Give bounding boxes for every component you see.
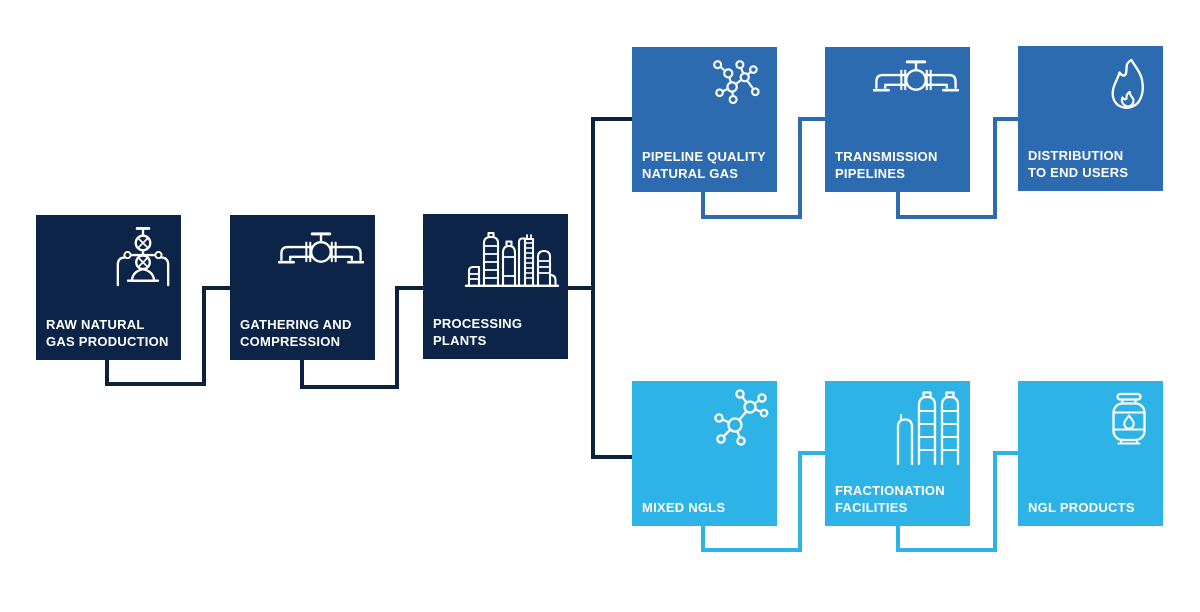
pipeline-valve-icon <box>278 229 364 269</box>
node-processing-plants: PROCESSING PLANTS <box>423 214 568 359</box>
node-label: FRACTIONATION FACILITIES <box>835 483 945 515</box>
node-label: NGL PRODUCTS <box>1028 500 1135 515</box>
connector-segment <box>202 286 230 290</box>
connector-segment <box>993 451 997 552</box>
node-label: TRANSMISSION PIPELINES <box>835 149 938 181</box>
connector-segment <box>701 548 802 552</box>
node-transmission-pipelines: TRANSMISSION PIPELINES <box>825 47 970 192</box>
connector-segment <box>300 360 304 389</box>
connector-segment <box>798 117 825 121</box>
node-pipeline-quality-natural-gas: PIPELINE QUALITY NATURAL GAS <box>632 47 777 192</box>
connector-segment <box>993 117 1018 121</box>
gas-molecule-icon <box>707 57 765 113</box>
node-label: DISTRIBUTION TO END USERS <box>1028 148 1129 180</box>
node-label: RAW NATURAL GAS PRODUCTION <box>46 317 169 349</box>
node-raw-natural-gas-production: RAW NATURAL GAS PRODUCTION <box>36 215 181 360</box>
connector-segment <box>896 192 900 219</box>
node-label: PROCESSING PLANTS <box>433 316 523 348</box>
node-mixed-ngls: MIXED NGLS <box>632 381 777 526</box>
connector-segment <box>105 382 206 386</box>
connector-segment <box>993 117 997 219</box>
connector-segment <box>300 385 399 389</box>
node-gathering-and-compression: GATHERING AND COMPRESSION <box>230 215 375 360</box>
processing-plant-icon <box>464 228 560 288</box>
pipeline-valve-icon <box>873 57 959 97</box>
fractionation-towers-icon <box>892 389 960 465</box>
connector-segment <box>993 451 1018 455</box>
connector-segment <box>701 215 802 219</box>
connector-segment <box>701 525 705 552</box>
wellhead-icon <box>113 225 173 289</box>
connector-segment <box>896 548 997 552</box>
connector-segment <box>105 360 109 386</box>
connector-segment <box>896 525 900 552</box>
node-fractionation-facilities: FRACTIONATION FACILITIES <box>825 381 970 526</box>
node-distribution-to-end-users: DISTRIBUTION TO END USERS <box>1018 46 1163 191</box>
connector-segment <box>798 451 825 455</box>
connector-segment <box>395 286 399 389</box>
node-label: MIXED NGLS <box>642 500 726 515</box>
connector-segment <box>395 286 423 290</box>
node-label: PIPELINE QUALITY NATURAL GAS <box>642 149 766 181</box>
node-ngl-products: NGL PRODUCTS <box>1018 381 1163 526</box>
connector-segment <box>591 455 632 459</box>
connector-segment <box>896 215 997 219</box>
propane-tank-icon <box>1110 392 1148 446</box>
connector-segment <box>591 117 632 121</box>
ngl-molecule-icon <box>710 387 772 447</box>
connector-segment <box>701 192 705 219</box>
connector-segment <box>798 451 802 552</box>
flame-icon <box>1110 58 1146 112</box>
connector-segment <box>798 117 802 219</box>
node-label: GATHERING AND COMPRESSION <box>240 317 352 349</box>
connector-segment <box>202 286 206 386</box>
connector-segment <box>568 286 595 290</box>
connector-segment <box>591 117 595 459</box>
